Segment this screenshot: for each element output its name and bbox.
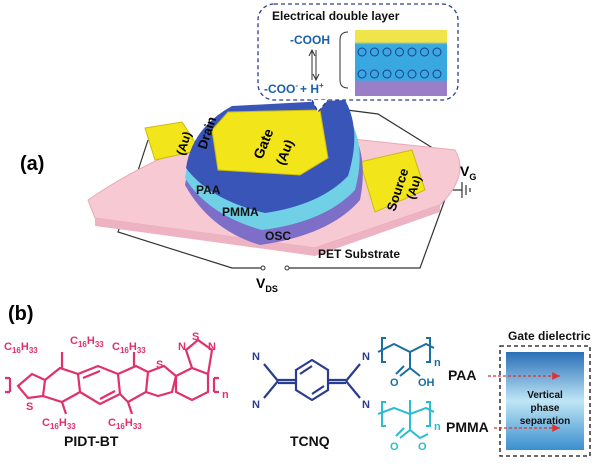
source-electrode xyxy=(359,149,426,213)
paa-layer-label: PAA xyxy=(196,183,221,197)
dielectric-title: Gate dielectric xyxy=(508,329,591,343)
pidt-s-3: S xyxy=(192,331,199,343)
dielectric-center-3: separation xyxy=(520,416,571,427)
edl-callout-pointer xyxy=(311,99,329,114)
pidt-repeat: n xyxy=(222,389,229,401)
pidt-labels: C16H33 C16H33 C16H33 C16H33 C16H33 S S N… xyxy=(4,331,229,431)
pidt-s-1: S xyxy=(26,401,33,413)
panel-b-label: (b) xyxy=(8,303,34,325)
pidt-s-2: S xyxy=(156,359,163,371)
tcnq-name: TCNQ xyxy=(290,433,330,449)
pidt-chain-4: C16H33 xyxy=(42,417,76,431)
pmma-layer-label: PMMA xyxy=(222,205,259,219)
ds-wire-right xyxy=(285,179,453,269)
gate-electrode xyxy=(211,109,329,176)
edl-coo-label: -COO-+ H+ xyxy=(264,81,324,96)
ion-dot xyxy=(420,47,429,57)
substrate-label: PET Substrate xyxy=(318,247,400,261)
dielectric-center-2: phase xyxy=(531,403,560,414)
dielectric-pmma-label: PMMA xyxy=(446,419,489,435)
ion-dot xyxy=(420,69,429,79)
ion-dot xyxy=(407,47,417,57)
pet-substrate-edge xyxy=(95,205,440,256)
gate-dielectric-panel: Gate dielectric Vertical phase separatio… xyxy=(499,329,591,457)
pidt-chain-2: C16H33 xyxy=(70,335,104,349)
pidt-chain-3: C16H33 xyxy=(112,341,146,355)
ion-dot xyxy=(432,47,442,57)
ion-dot xyxy=(382,69,392,79)
edl-bracket xyxy=(339,31,349,89)
tcnq-n-2: N xyxy=(252,399,260,411)
paa-o: O xyxy=(390,377,399,389)
pmma-structure xyxy=(377,400,435,440)
pidt-chain-5: C16H33 xyxy=(108,417,142,431)
dielectric-center-1: Vertical xyxy=(527,390,563,401)
tcnq-structure xyxy=(263,358,361,402)
tcnq-n-3: N xyxy=(362,351,370,363)
ion-dot xyxy=(407,69,417,79)
pidt-bt-structure xyxy=(5,338,219,415)
ion-dot xyxy=(432,69,442,79)
pmma-repeat: n xyxy=(434,421,441,433)
ion-dot xyxy=(395,69,404,79)
vds-label: VDS xyxy=(256,275,278,294)
vg-label: VG xyxy=(460,163,476,182)
ground-icon xyxy=(461,182,471,198)
ion-dot xyxy=(370,47,379,57)
ion-dot xyxy=(395,47,404,57)
ion-dot xyxy=(382,47,392,57)
edl-inset: Electrical double layer -COOH -COO-+ H+ xyxy=(257,3,459,114)
pmma-labels: O O n xyxy=(390,421,441,453)
edl-title: Electrical double layer xyxy=(272,9,400,23)
paa-labels: O OH n xyxy=(390,357,441,389)
edl-cooh: -COOH xyxy=(290,33,330,47)
dielectric-paa-label: PAA xyxy=(448,367,477,383)
ion-dot xyxy=(357,69,367,79)
paa-structure xyxy=(377,337,435,377)
tcnq-labels: N N N N xyxy=(252,351,370,411)
dielectric-gradient xyxy=(506,352,584,450)
pmma-o: O xyxy=(390,441,399,453)
vds-terminal-right xyxy=(284,265,290,271)
paa-oh: OH xyxy=(418,377,435,389)
pidt-n-1: N xyxy=(178,341,186,353)
dielectric-frame xyxy=(499,345,591,457)
paa-repeat: n xyxy=(434,357,441,369)
equilibrium-arrows xyxy=(311,50,317,80)
tcnq-n-4: N xyxy=(362,399,370,411)
pidt-bracket-left xyxy=(5,376,12,394)
pidt-chain-1: C16H33 xyxy=(4,341,38,355)
osc-layer-label: OSC xyxy=(265,229,291,243)
pmma-o-2: O xyxy=(418,441,427,453)
ion-dot xyxy=(370,69,379,79)
pidt-n-2: N xyxy=(208,341,216,353)
vds-terminal-left xyxy=(260,265,266,271)
edl-ion-dots xyxy=(357,47,442,79)
ion-dot xyxy=(357,47,367,57)
pidt-name: PIDT-BT xyxy=(64,433,119,449)
edl-layer-stack xyxy=(355,30,447,96)
tcnq-n-1: N xyxy=(252,351,260,363)
pidt-bracket-right xyxy=(212,376,219,394)
panel-a-label: (a) xyxy=(20,153,44,175)
